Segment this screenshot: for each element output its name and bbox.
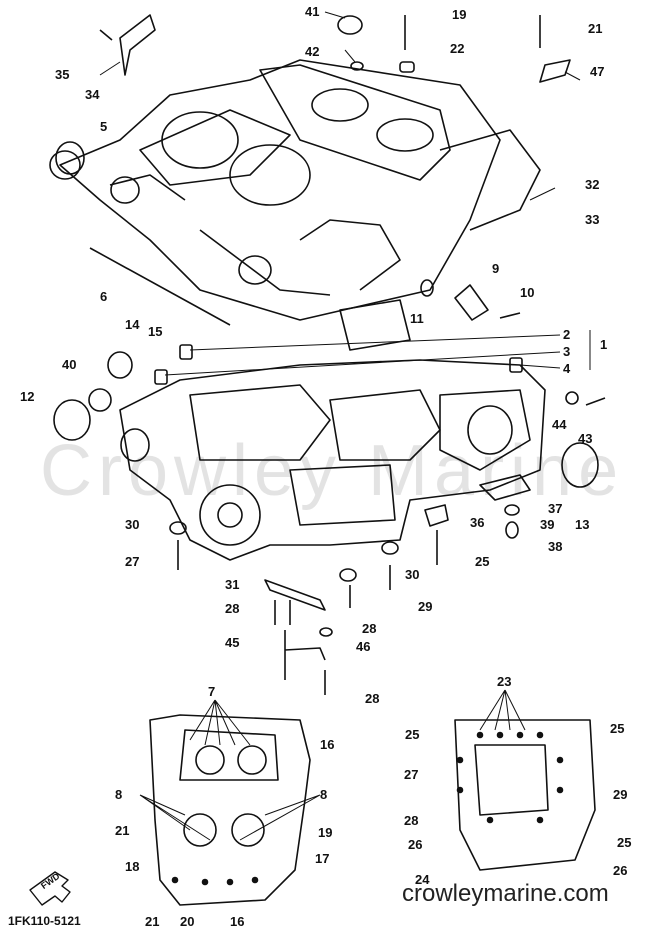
callout-6: 6 [100,289,108,304]
callout-26: 26 [408,837,423,852]
callout-45: 45 [225,635,240,650]
callout-8b: 8 [320,787,328,802]
callout-29b: 29 [613,787,628,802]
callout-16: 16 [320,737,335,752]
callout-37: 37 [548,501,563,516]
upper-crankcase [49,59,541,321]
callout-25b: 25 [405,727,420,742]
callout-19: 19 [452,7,467,22]
callout-39: 39 [540,517,555,532]
callout-2: 2 [563,327,571,342]
cylinder-gasket-outline [149,714,311,906]
leader-lines [99,11,591,841]
callout-9: 9 [492,261,500,276]
callout-27b: 27 [404,767,419,782]
callout-12: 12 [20,389,35,404]
small-parts [53,14,606,695]
lower-case-outline [454,719,596,871]
callout-47: 47 [590,64,605,79]
callout-36: 36 [470,515,485,530]
callout-33: 33 [585,212,600,227]
callout-28: 28 [225,601,240,616]
callout-30: 30 [125,517,140,532]
callout-28b: 28 [362,621,377,636]
callout-13: 13 [575,517,590,532]
callout-16b: 16 [230,914,245,929]
callout-40: 40 [62,357,77,372]
callout-5: 5 [100,119,108,134]
callout-24: 24 [415,872,430,887]
callout-1: 1 [600,337,608,352]
callout-19b: 19 [318,825,333,840]
callout-25: 25 [475,554,490,569]
callout-3: 3 [563,344,571,359]
callout-21c: 21 [145,914,160,929]
callout-42: 42 [305,44,320,59]
callout-4: 4 [563,361,571,376]
callout-44: 44 [552,417,567,432]
callout-15: 15 [148,324,163,339]
callout-11: 11 [410,311,424,326]
callout-10: 10 [520,285,535,300]
callout-43: 43 [578,431,593,446]
callout-46: 46 [356,639,371,654]
callout-27: 27 [125,554,140,569]
callout-30b: 30 [405,567,420,582]
diagram-code: 1FK110-5121 [8,914,81,928]
callout-7: 7 [208,684,216,699]
callout-38: 38 [548,539,563,554]
callout-23: 23 [497,674,512,689]
front-arrow-icon [29,871,71,906]
brand-text: crowleymarine.com [402,880,609,907]
callout-35: 35 [55,67,70,82]
callout-21: 21 [588,21,603,36]
callout-31: 31 [225,577,240,592]
callout-25d: 25 [617,835,632,850]
callout-25c: 25 [610,721,625,736]
callout-28d: 28 [404,813,419,828]
callout-20: 20 [180,914,195,929]
callout-8: 8 [115,787,123,802]
callout-26b: 26 [613,863,628,878]
callout-14: 14 [125,317,140,332]
callout-28c: 28 [365,691,380,706]
callout-41: 41 [305,4,320,19]
callout-18: 18 [125,859,140,874]
callout-21b: 21 [115,823,130,838]
callout-34: 34 [85,87,100,102]
callout-17: 17 [315,851,330,866]
callout-29: 29 [418,599,433,614]
callout-32: 32 [585,177,600,192]
lower-crankcase [119,299,546,561]
callout-22: 22 [450,41,465,56]
